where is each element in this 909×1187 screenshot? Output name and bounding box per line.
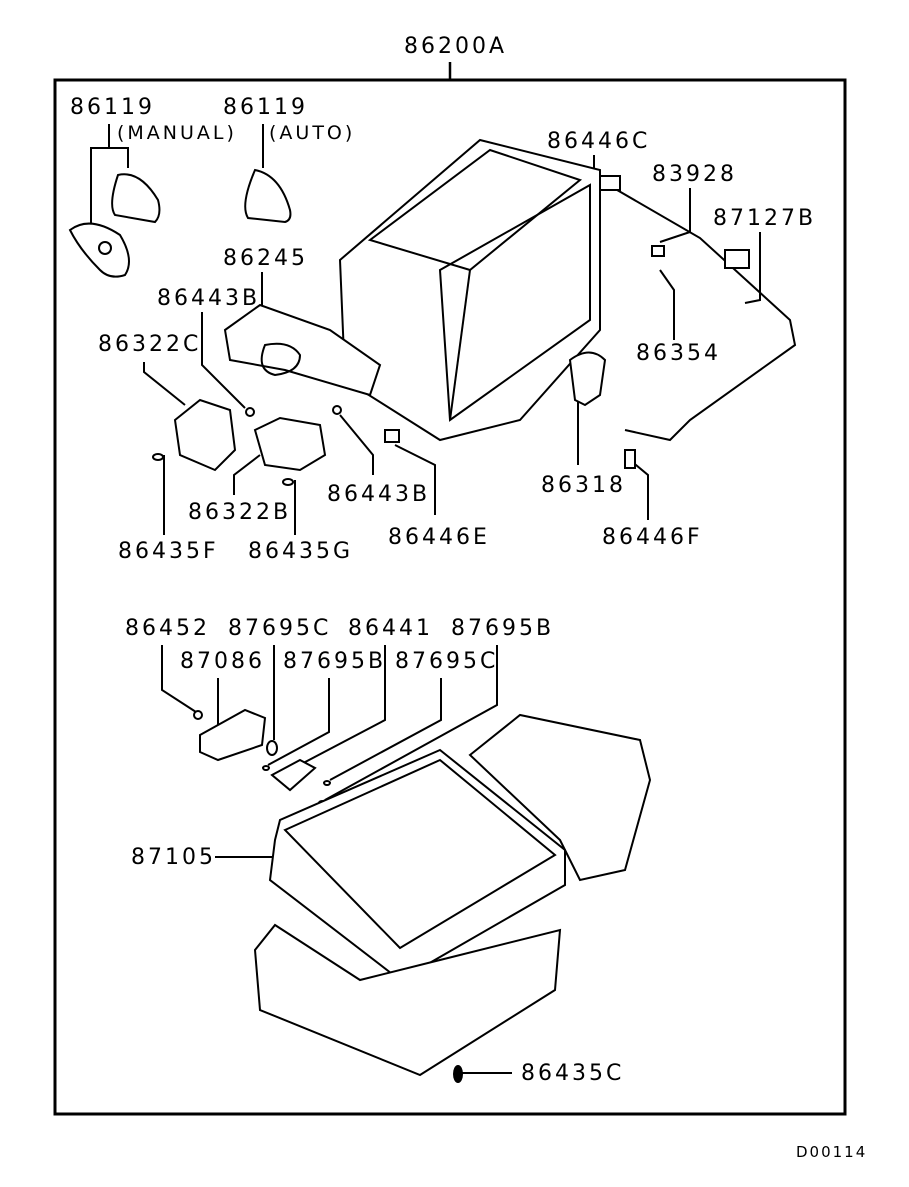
leader-86441: [289, 645, 386, 771]
callout-87695C-b: 87695C: [395, 649, 499, 674]
callout-86119-manual: 86119: [70, 95, 155, 120]
leader-86322C: [143, 362, 186, 406]
part-86322C-motor: [173, 398, 237, 472]
leader-86443B-top: [201, 312, 246, 409]
leader-86446E: [394, 444, 436, 515]
leader-86354: [659, 269, 675, 340]
callout-86119-manual-note: (MANUAL): [117, 122, 237, 144]
part-86119-manual-hole: [98, 241, 112, 255]
callout-86441: 86441: [348, 616, 433, 641]
part-86245-heater-core: [223, 303, 382, 397]
callout-86435G: 86435G: [248, 539, 354, 564]
leader-86443B-mid: [339, 414, 374, 475]
part-87695C-oring-b: [323, 780, 331, 786]
callout-86354: 86354: [636, 341, 721, 366]
part-86435F-screw: [152, 453, 164, 461]
callout-86443B-mid: 86443B: [327, 482, 431, 507]
part-evaporator-upper-case: [468, 713, 652, 882]
part-87086-expansion-valve: [199, 708, 267, 762]
callout-87086: 87086: [180, 649, 265, 674]
part-housing-top: [367, 148, 583, 272]
callout-87105: 87105: [131, 845, 216, 870]
part-86354-connector: [651, 245, 665, 257]
callout-86443B-top: 86443B: [157, 286, 261, 311]
part-87695B-oring-b: [262, 765, 270, 771]
callout-86446C: 86446C: [547, 129, 651, 154]
part-86446F-clip: [624, 449, 636, 469]
callout-87127B: 87127B: [713, 206, 817, 231]
part-86322B-motor: [253, 416, 327, 472]
callout-86119-auto: 86119: [223, 95, 308, 120]
part-86441-plate: [270, 758, 317, 792]
part-83928-harness: [604, 182, 797, 442]
part-86443B-top-clip: [245, 407, 255, 417]
callout-87695C-a: 87695C: [228, 616, 332, 641]
leader-87695B-b: [267, 678, 330, 766]
callout-86322C: 86322C: [98, 332, 202, 357]
callout-86318: 86318: [541, 473, 626, 498]
callout-86322B: 86322B: [188, 500, 292, 525]
leader-83928: [659, 188, 691, 243]
drawing-code: D00114: [796, 1143, 868, 1161]
part-evaporator-lower-case: [253, 923, 562, 1077]
callout-86435F: 86435F: [118, 539, 219, 564]
part-drawings: [68, 138, 797, 1083]
callout-87695B-b: 87695B: [283, 649, 387, 674]
part-86446E-clip: [384, 429, 400, 443]
callout-86119-auto-note: (AUTO): [269, 122, 356, 144]
callout-86446F: 86446F: [602, 525, 703, 550]
callout-87695B-a: 87695B: [451, 616, 555, 641]
callout-86452: 86452: [125, 616, 210, 641]
part-87105-evaporator: [268, 748, 566, 982]
part-86119-manual-lever-b: [111, 173, 161, 224]
callout-86435C: 86435C: [521, 1061, 625, 1086]
leader-87695C-b: [329, 678, 442, 781]
part-86443B-mid-clip: [332, 405, 342, 415]
part-86435G-screw: [282, 478, 294, 486]
callout-86446E: 86446E: [388, 525, 490, 550]
part-86119-auto-lever: [244, 168, 292, 224]
part-86318-sensor: [568, 351, 607, 407]
leader-86322B: [233, 454, 261, 495]
assembly-label: 86200A: [404, 34, 508, 59]
part-87127B-connector: [724, 249, 750, 269]
leader-87127B: [744, 232, 761, 304]
callout-86245: 86245: [223, 246, 308, 271]
part-87695C-oring-a: [266, 740, 278, 756]
part-86435C-screw: [453, 1065, 463, 1083]
leader-lines: [90, 124, 761, 1074]
callout-83928: 83928: [652, 162, 737, 187]
part-86452-bolt: [193, 710, 203, 720]
leader-86452: [161, 645, 197, 713]
leader-87695B-a: [324, 645, 498, 801]
part-83928-connector: [599, 175, 621, 191]
